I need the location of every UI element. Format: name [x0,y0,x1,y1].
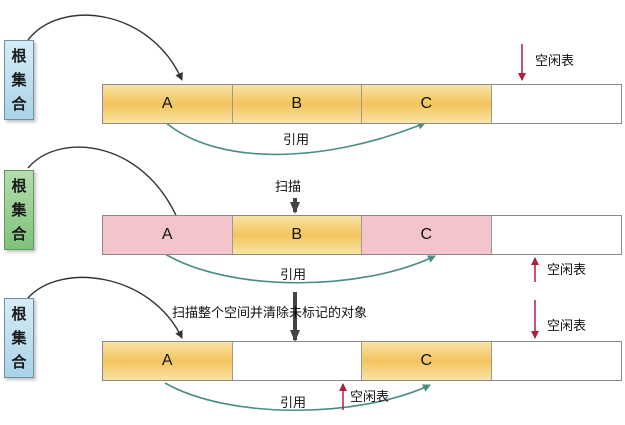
ref-arrow-1 [164,121,426,156]
memory-cell-free [232,342,362,380]
root-set-char: 根 [11,177,27,195]
root-set-box-2: 根 集 合 [4,170,34,250]
free-list-label-2: 空闲表 [547,263,587,278]
memory-cell-free [491,216,621,254]
root-arrow-2 [27,146,184,231]
root-set-box-1: 根 集 合 [4,40,34,120]
memory-cell-free [491,85,621,123]
free-list-label-4: 空闲表 [350,390,390,405]
memory-cell: A [103,342,233,380]
ref-arrow-3 [164,382,431,411]
memory-row-2: A B C [102,215,622,255]
root-set-char: 根 [11,305,27,323]
step-label-scan: 扫描 [275,180,302,195]
root-set-char: 集 [11,329,27,347]
free-list-label-1: 空闲表 [535,54,575,69]
memory-cell: A [103,85,233,123]
ref-arrow-2 [164,253,436,284]
memory-cell: C [362,342,492,380]
root-set-char: 集 [11,201,27,219]
memory-cell: B [232,216,362,254]
reference-label-3: 引用 [280,396,307,411]
root-set-char: 合 [11,225,27,243]
root-arrow-3 [27,276,183,339]
memory-row-1: A B C [102,84,622,124]
memory-cell: A [103,216,233,254]
root-arrow-1 [27,14,183,81]
root-set-char: 合 [11,95,27,113]
root-set-char: 根 [11,47,27,65]
root-set-box-3: 根 集 合 [4,298,34,378]
memory-cell: C [362,216,492,254]
memory-cell: B [232,85,362,123]
memory-cell-free [491,342,621,380]
reference-label-1: 引用 [283,133,310,148]
reference-label-2: 引用 [280,268,307,283]
free-list-label-3: 空闲表 [547,319,587,334]
step-label-sweep: 扫描整个空间并清除未标记的对象 [172,306,368,321]
root-set-char: 合 [11,353,27,371]
memory-row-3: A C [102,341,622,381]
root-set-char: 集 [11,71,27,89]
memory-cell: C [362,85,492,123]
